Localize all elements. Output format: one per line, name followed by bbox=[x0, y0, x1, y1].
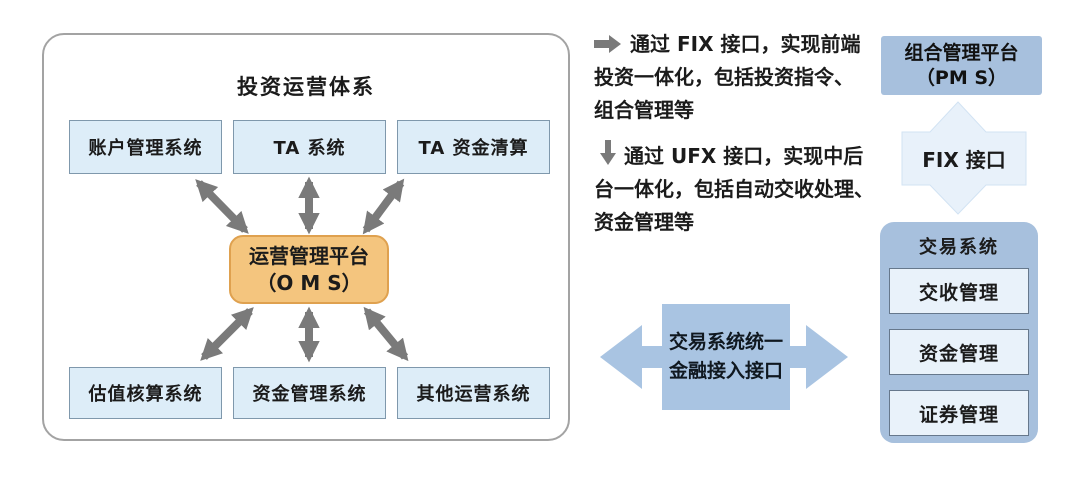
system-box-label: 估值核算系统 bbox=[88, 384, 203, 405]
unified-access-line1: 交易系统统一 bbox=[668, 331, 783, 353]
pms-platform-box: 组合管理平台 （PM S） bbox=[881, 36, 1042, 95]
system-box-label: 账户管理系统 bbox=[88, 138, 203, 159]
system-box-other-operations: 其他运营系统 bbox=[397, 367, 550, 419]
investment-operations-panel: 投资运营体系 账户管理系统 TA 系统 TA 资金清算 bbox=[42, 33, 570, 441]
module-fund-management: 资金管理 bbox=[889, 329, 1029, 375]
fix-interface-label: FIX 接口 bbox=[922, 148, 1006, 172]
pms-label-line2: （PM S） bbox=[915, 66, 1008, 89]
annotation-line: 组合管理等 bbox=[594, 98, 694, 122]
system-box-label: 资金管理系统 bbox=[252, 384, 367, 405]
annotation-line: 通过 UFX 接口，实现中后 bbox=[594, 140, 896, 173]
trading-system-panel: 交易系统 交收管理 资金管理 证券管理 bbox=[880, 222, 1038, 443]
module-label: 资金管理 bbox=[918, 342, 999, 365]
bidirectional-arrows bbox=[195, 176, 409, 363]
pms-label-line1: 组合管理平台 bbox=[904, 41, 1019, 64]
module-label: 证券管理 bbox=[918, 403, 999, 426]
arrow-down-icon bbox=[600, 140, 616, 165]
unified-access-label: 交易系统统一 金融接入接口 bbox=[662, 304, 790, 410]
system-box-account-management: 账户管理系统 bbox=[69, 120, 222, 174]
annotation-line: 通过 FIX 接口，实现前端 bbox=[594, 28, 896, 61]
trading-system-title: 交易系统 bbox=[919, 237, 999, 258]
annotation-text: 通过 FIX 接口，实现前端 bbox=[630, 32, 861, 56]
oms-center-box: 运营管理平台 （O M S） bbox=[229, 235, 389, 304]
annotation-line: 资金管理等 bbox=[594, 210, 694, 234]
system-box-label: 其他运营系统 bbox=[416, 384, 531, 405]
oms-label-line1: 运营管理平台 bbox=[249, 243, 369, 268]
module-label: 交收管理 bbox=[918, 281, 999, 304]
system-box-ta: TA 系统 bbox=[233, 120, 386, 174]
system-box-ta-fund-clearing: TA 资金清算 bbox=[397, 120, 550, 174]
oms-label-line2: （O M S） bbox=[256, 270, 362, 295]
annotation-ufx-interface: 通过 UFX 接口，实现中后 台一体化，包括自动交收处理、 资金管理等 bbox=[594, 140, 896, 239]
fix-interface-double-arrow bbox=[901, 101, 1027, 215]
annotation-fix-interface: 通过 FIX 接口，实现前端 投资一体化，包括投资指令、 组合管理等 bbox=[594, 28, 896, 127]
arrow-right-icon bbox=[594, 35, 621, 53]
unified-access-double-arrow bbox=[600, 304, 848, 410]
system-box-valuation: 估值核算系统 bbox=[69, 367, 222, 419]
module-securities-management: 证券管理 bbox=[889, 390, 1029, 436]
annotation-line: 投资一体化，包括投资指令、 bbox=[594, 65, 854, 89]
system-box-label: TA 资金清算 bbox=[418, 138, 529, 159]
annotation-text: 通过 UFX 接口，实现中后 bbox=[624, 144, 864, 168]
system-box-fund-management: 资金管理系统 bbox=[233, 367, 386, 419]
annotation-line: 台一体化，包括自动交收处理、 bbox=[594, 177, 874, 201]
module-settlement-management: 交收管理 bbox=[889, 268, 1029, 314]
unified-access-line2: 金融接入接口 bbox=[668, 360, 783, 382]
panel-title: 投资运营体系 bbox=[237, 75, 375, 99]
system-box-label: TA 系统 bbox=[273, 138, 346, 159]
